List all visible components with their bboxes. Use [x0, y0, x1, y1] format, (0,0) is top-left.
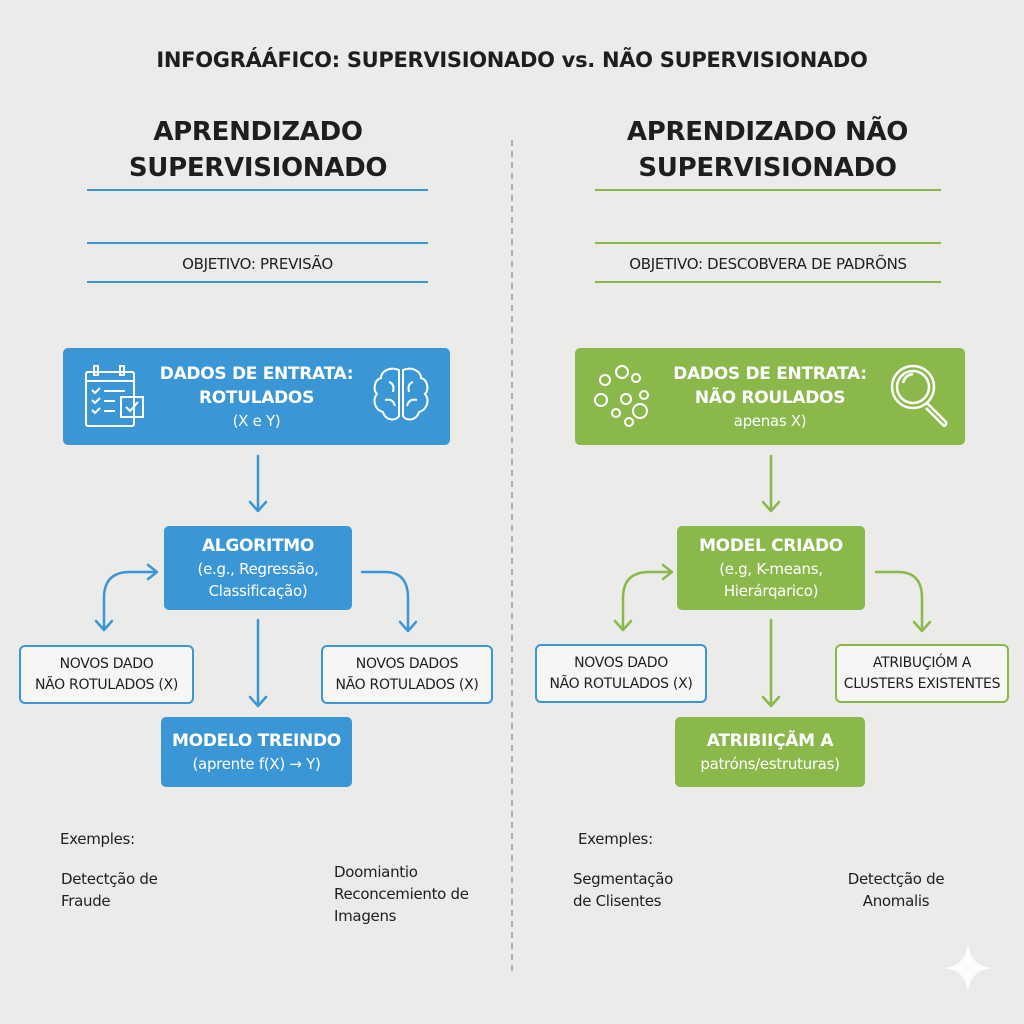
- box-title: ALGORITMO: [201, 536, 315, 556]
- sparkle-icon: [944, 944, 992, 992]
- example-line: de Clisentes: [573, 892, 662, 910]
- box-subtitle: Classificação): [208, 582, 308, 600]
- box-text: NÃO ROTULADOS (X): [34, 676, 179, 693]
- example-item: Segmentação de Clisentes: [573, 868, 673, 912]
- divider: [595, 281, 941, 283]
- unsupervised-assignment-box: ATRIBIIÇÃM A patróns/estruturas): [675, 717, 865, 787]
- example-item: Doomiantio Reconcemiento de Imagens: [334, 861, 469, 927]
- box-subtitle: (X e Y): [232, 411, 281, 430]
- supervised-examples-label: Exemples:: [60, 830, 135, 848]
- example-item: Detectção de Anomalis: [836, 868, 956, 912]
- unsupervised-right-output-box: ATRIBUÇIÓM A CLUSTERS EXISTENTES: [835, 644, 1009, 703]
- box-text: NOVOS DADO: [574, 654, 668, 671]
- box-text: ATRIBUÇIÓM A: [872, 654, 972, 671]
- box-subtitle: Hierárqarico): [723, 582, 819, 600]
- divider: [595, 189, 941, 191]
- example-line: Anomalis: [862, 892, 930, 910]
- box-subtitle: (e.g., Regressão,: [197, 560, 319, 578]
- box-title: ATRIBIIÇÃM A: [706, 731, 834, 751]
- box-subtitle: patróns/estruturas): [700, 755, 840, 773]
- box-text: NOVOS DADOS: [355, 655, 459, 672]
- box-title: DADOS DE ENTRATA:: [159, 363, 354, 384]
- divider: [595, 242, 941, 244]
- supervised-objective: OBJETIVO: PREVISÃO: [182, 255, 333, 273]
- unsupervised-examples-label: Exemples:: [578, 830, 653, 848]
- divider: [87, 242, 428, 244]
- example-line: Reconcemiento de: [334, 885, 469, 903]
- heading-line: SUPERVISIONADO: [128, 153, 388, 183]
- example-item: Detectção de Fraude: [61, 868, 158, 912]
- heading-line: SUPERVISIONADO: [638, 153, 897, 183]
- example-line: Segmentação: [573, 870, 674, 888]
- unsupervised-model-box: MODEL CRIADO (e.g, K-means, Hierárqarico…: [677, 526, 865, 610]
- box-title: NÃO ROULADOS: [694, 387, 846, 408]
- box-text: NÃO ROTULADOS (X): [335, 676, 479, 693]
- checklist-icon: [85, 365, 144, 427]
- box-title: ROTULADOS: [198, 387, 315, 408]
- brain-icon: [373, 367, 429, 421]
- supervised-algorithm-box: ALGORITMO (e.g., Regressão, Classificaçã…: [164, 526, 352, 610]
- unsupervised-arrows: [613, 454, 932, 708]
- box-text: CLUSTERS EXISTENTES: [843, 675, 1001, 692]
- box-text: NOVOS DADO: [59, 655, 154, 672]
- divider: [87, 281, 428, 283]
- example-line: Imagens: [334, 907, 397, 925]
- magnifier-icon: [890, 364, 948, 427]
- example-line: Fraude: [61, 892, 111, 910]
- supervised-heading: APRENDIZADO SUPERVISIONADO: [88, 114, 428, 186]
- unsupervised-left-output-box: NOVOS DADO NÃO ROTULADOS (X): [535, 644, 707, 703]
- supervised-left-output-box: NOVOS DADO NÃO ROTULADOS (X): [19, 645, 194, 704]
- supervised-right-output-box: NOVOS DADOS NÃO ROTULADOS (X): [321, 645, 493, 704]
- box-title: MODELO TREINDO: [172, 731, 341, 751]
- box-subtitle: apenas X): [733, 411, 807, 430]
- divider: [87, 189, 428, 191]
- unsupervised-heading: APRENDIZADO NÃO SUPERVISIONADO: [595, 114, 940, 186]
- bubbles-icon: [594, 365, 649, 427]
- example-line: Doomiantio: [334, 863, 418, 881]
- supervised-input-box: DADOS DE ENTRATA: ROTULADOS (X e Y): [63, 348, 450, 445]
- example-line: Detectção de: [61, 870, 158, 888]
- infographic-title: INFOGRÁÁFICO: SUPERVISIONADO vs. NÃO SUP…: [156, 48, 868, 72]
- box-text: NÃO ROTULADOS (X): [549, 675, 693, 692]
- example-line: Detectção de: [847, 870, 945, 888]
- heading-line: APRENDIZADO: [153, 117, 363, 147]
- supervised-arrows: [94, 454, 418, 708]
- box-title: MODEL CRIADO: [699, 536, 843, 556]
- box-subtitle: (e.g, K-means,: [719, 560, 823, 578]
- box-title: DADOS DE ENTRATA:: [673, 363, 867, 384]
- box-subtitle: (aprente f(X) → Y): [192, 755, 321, 773]
- supervised-model-box: MODELO TREINDO (aprente f(X) → Y): [161, 717, 352, 787]
- heading-line: APRENDIZADO NÃO: [626, 117, 909, 147]
- unsupervised-objective: OBJETIVO: DESCOBVERA DE PADRÕNS: [629, 255, 907, 273]
